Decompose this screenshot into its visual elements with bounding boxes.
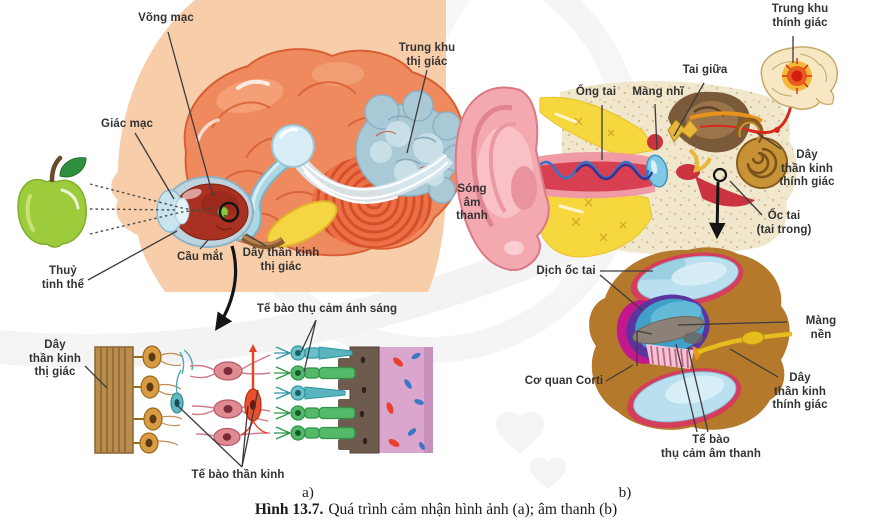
label-ear-canal: Ống tai bbox=[575, 86, 617, 98]
label-optic-nerve-retina: Dây thần kinh thị giác bbox=[28, 339, 82, 379]
thalamus bbox=[271, 124, 315, 168]
cochlea-cross-section bbox=[589, 247, 793, 430]
label-photoreceptor-cells: Tế bào thụ cảm ánh sáng bbox=[256, 303, 398, 315]
brainstem bbox=[266, 200, 338, 248]
label-auditory-center: Trung khu thính giác bbox=[771, 3, 829, 29]
middle-inner-ear bbox=[647, 91, 788, 207]
blood-specks bbox=[386, 352, 425, 451]
eardrum bbox=[645, 154, 669, 188]
eye-illustration bbox=[156, 176, 254, 248]
label-lens: Thuỷ tinh thể bbox=[41, 265, 85, 291]
tympanic-duct bbox=[626, 368, 742, 428]
figure-number: Hình 13.7. bbox=[254, 501, 324, 518]
label-eardrum: Màng nhĩ bbox=[632, 86, 684, 98]
optic-radiation bbox=[294, 152, 454, 204]
retina-marker-ring bbox=[218, 201, 240, 223]
leader-lines bbox=[84, 31, 794, 468]
vestibular-duct bbox=[630, 252, 744, 308]
retina-micro-diagram bbox=[94, 344, 433, 454]
label-retina: Võng mạc bbox=[138, 12, 194, 24]
label-optic-nerve: Dây thần kinh thị giác bbox=[242, 247, 320, 273]
label-sound-receptor-cells: Tế bào thụ cảm âm thanh bbox=[660, 434, 762, 460]
auditory-brain bbox=[760, 46, 838, 110]
bipolar-cells bbox=[189, 354, 271, 447]
ear-soft-tissue bbox=[534, 96, 657, 258]
label-eyeball: Cầu mắt bbox=[176, 251, 224, 263]
label-middle-ear: Tai giữa bbox=[682, 64, 728, 76]
label-visual-center: Trung khu thị giác bbox=[398, 42, 456, 68]
label-cornea: Giác mạc bbox=[101, 118, 153, 130]
light-rays bbox=[89, 183, 227, 235]
label-basilar-membrane: Màng nền bbox=[805, 315, 837, 341]
label-cochlea: Ốc tai (tai trong) bbox=[756, 210, 812, 236]
figure-caption-text: Quá trình cảm nhận hình ảnh (a); âm than… bbox=[328, 501, 618, 518]
label-organ-of-corti: Cơ quan Corti bbox=[524, 375, 604, 387]
label-auditory-nerve: Dây thần kinh thính giác bbox=[779, 149, 835, 189]
panel-b-letter: b) bbox=[618, 485, 632, 501]
panel-a-letter: a) bbox=[302, 485, 314, 501]
label-auditory-nerve-cochlea: Dây thần kinh thính giác bbox=[772, 372, 828, 412]
label-cochlear-fluid: Dịch ốc tai bbox=[536, 265, 596, 277]
apple-illustration bbox=[17, 155, 87, 248]
cochlea-marker-ring bbox=[712, 167, 728, 183]
label-sound-wave: Sóng âm thanh bbox=[456, 183, 488, 223]
ganglion-cells bbox=[139, 345, 184, 454]
figure-caption: Hình 13.7.Quá trình cảm nhận hình ảnh (a… bbox=[0, 501, 872, 519]
organ-of-corti bbox=[646, 344, 704, 369]
label-nerve-cells: Tế bào thần kinh bbox=[191, 469, 285, 481]
ear-canal bbox=[530, 152, 655, 199]
arrow-cochlea-to-cross-section bbox=[708, 181, 726, 240]
cochlear-nerve bbox=[697, 330, 793, 355]
photoreceptor-cells bbox=[274, 345, 356, 441]
sound-wave-inner bbox=[575, 163, 654, 181]
outer-ear bbox=[454, 86, 550, 271]
tectorial-membrane bbox=[632, 316, 704, 344]
arrow-eye-to-retina bbox=[215, 245, 238, 331]
